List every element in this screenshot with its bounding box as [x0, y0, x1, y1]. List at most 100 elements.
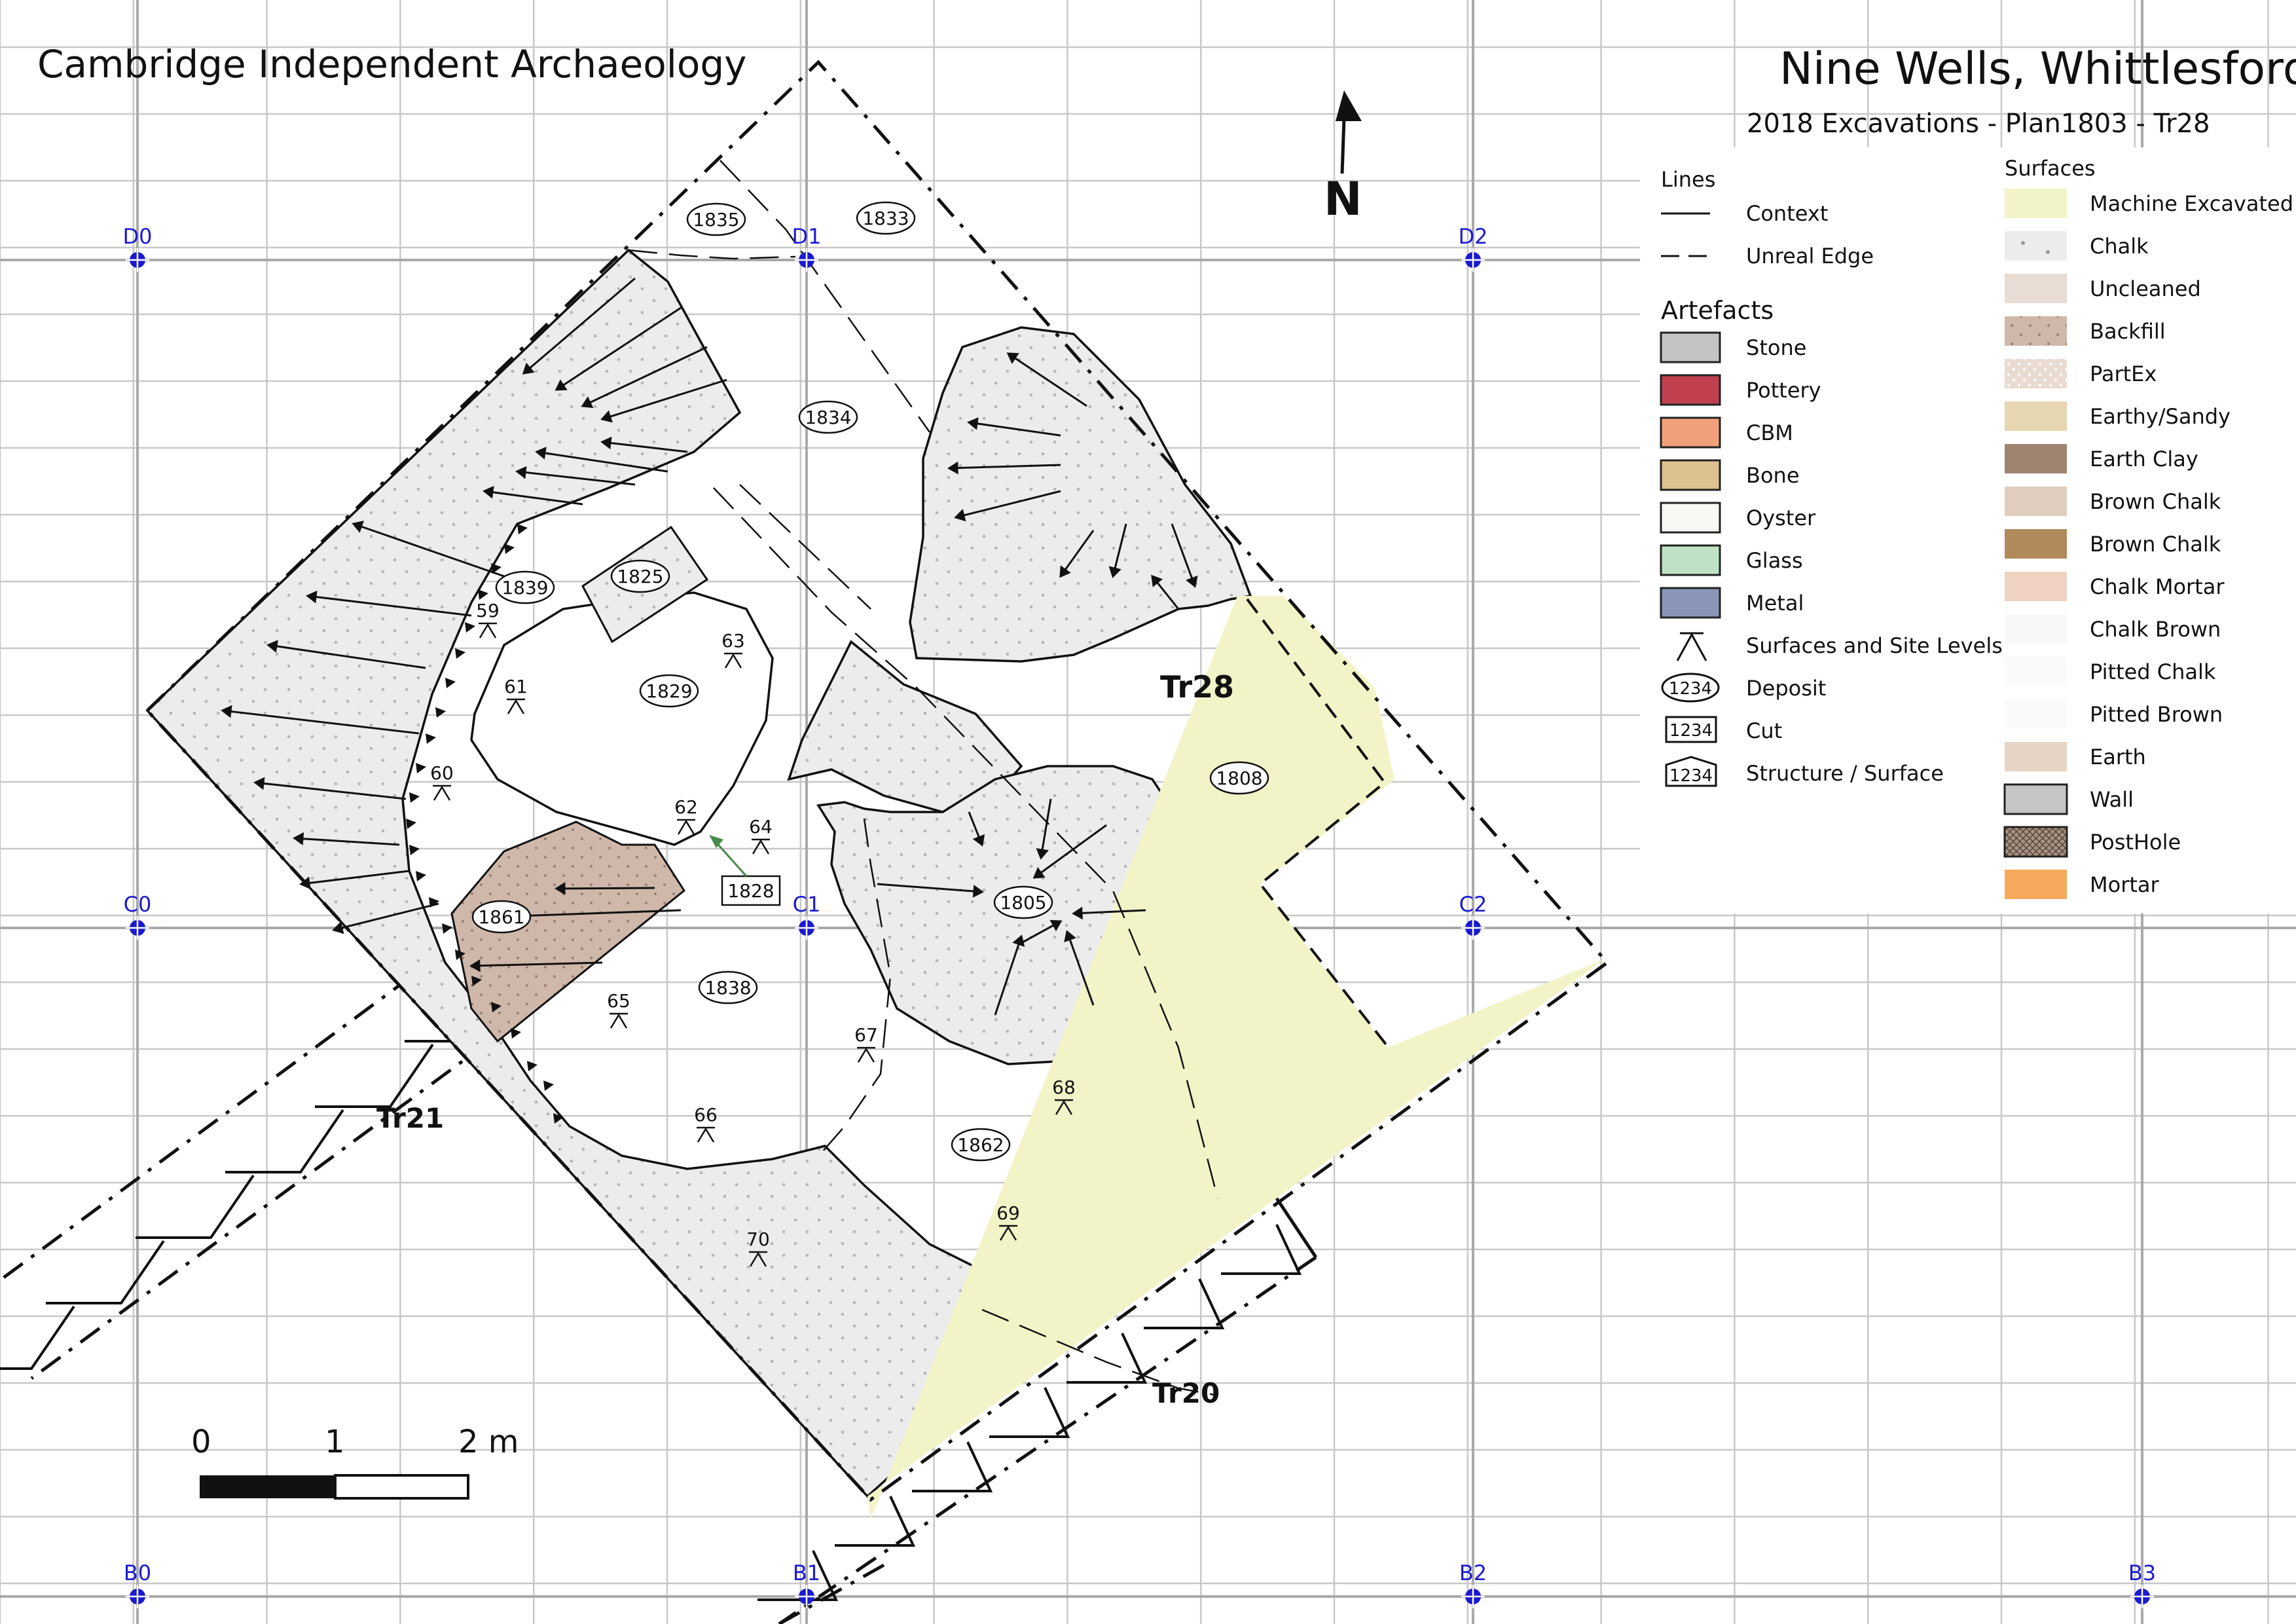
- level-number: 63: [721, 630, 745, 652]
- level-number: 70: [746, 1228, 770, 1250]
- deposit-1838: 1838: [698, 970, 758, 1005]
- legend-surface-label: Chalk Mortar: [2090, 574, 2225, 599]
- legend-surface-label: Brown Chalk: [2090, 489, 2221, 514]
- north-label: N: [1324, 172, 1362, 226]
- grid-label-d2: D2: [1459, 224, 1488, 249]
- legend-surface-chalk: Chalk: [2005, 231, 2149, 261]
- cut-number: 1828: [727, 880, 774, 902]
- legend-artefact-label: Surfaces and Site Levels: [1746, 633, 2003, 658]
- legend-surface-pitted-brown: Pitted Brown: [2005, 699, 2223, 729]
- legend-surface-label: Earth: [2090, 745, 2146, 769]
- scale-label-2: 2 m: [458, 1424, 519, 1460]
- machine-excavated: [867, 596, 1604, 1519]
- site-level-59: 59: [476, 600, 500, 638]
- legend-surface-backfill: Backfill: [2005, 316, 2166, 346]
- legend-artefact-label: Glass: [1746, 548, 1803, 573]
- site-level-60: 60: [430, 762, 454, 801]
- grid-label-c0: C0: [124, 892, 152, 917]
- site-level-66: 66: [694, 1104, 718, 1143]
- deposit-number: 1805: [1000, 892, 1046, 913]
- legend-line-context: Context: [1746, 201, 1828, 226]
- legend-artefact-label: Deposit: [1746, 676, 1826, 701]
- deposit-1805: 1805: [993, 885, 1053, 919]
- site-level-61: 61: [504, 676, 528, 714]
- legend-surface-label: Backfill: [2090, 319, 2166, 344]
- legend-surface-label: PostHole: [2090, 830, 2181, 855]
- legend-surface-mortar: Mortar: [2005, 870, 2160, 899]
- legend-surface-chalk-mortar: Chalk Mortar: [2005, 572, 2225, 601]
- site-level-65: 65: [607, 990, 630, 1029]
- legend-surface-label: Chalk: [2090, 234, 2149, 259]
- legend-surface-label: Chalk Brown: [2090, 617, 2221, 642]
- legend-artefact-deposit: 1234 Deposit: [1661, 673, 1826, 703]
- grid-label-d1: D1: [792, 224, 822, 249]
- legend-surface-earthy-sandy: Earthy/Sandy: [2005, 401, 2231, 431]
- deposit-1861: 1861: [471, 900, 532, 934]
- level-number: 65: [607, 990, 630, 1012]
- site-level-67: 67: [854, 1024, 878, 1063]
- legend-surface-wall: Wall: [2003, 783, 2134, 815]
- deposit-1829: 1829: [639, 674, 699, 708]
- legend-artefact-metal: Metal: [1660, 587, 1804, 619]
- legend-sample: 1234: [1669, 721, 1713, 741]
- level-number: 66: [694, 1104, 718, 1126]
- legend-surface-label: Machine Excavated: [2090, 191, 2293, 216]
- level-number: 67: [854, 1024, 878, 1046]
- trench-label-tr21: Tr21: [376, 1102, 444, 1134]
- legend-surfaces-title: Surfaces: [2005, 156, 2096, 181]
- machine-excavated-outline: [1246, 598, 1393, 1052]
- grid-label-b3: B3: [2128, 1560, 2156, 1585]
- trench-tr20: [757, 1197, 1318, 1624]
- legend: Lines Context Unreal Edge Artefacts Ston…: [1640, 147, 2296, 913]
- deposit-1825: 1825: [610, 559, 670, 593]
- legend-surface-pitted-chalk: Pitted Chalk: [2005, 657, 2216, 686]
- level-number: 61: [504, 676, 528, 697]
- legend-surface-label: Earthy/Sandy: [2090, 404, 2231, 429]
- legend-surface-posthole: PostHole: [2003, 826, 2181, 858]
- cut-teeth: [406, 524, 564, 1124]
- legend-artefact-label: Metal: [1746, 591, 1804, 616]
- legend-surface-label: Earth Clay: [2090, 447, 2198, 471]
- legend-artefact-oyster: Oyster: [1660, 502, 1816, 534]
- legend-artefact-label: Cut: [1746, 718, 1782, 743]
- cut-1828-pointer: [712, 839, 748, 877]
- deposit-number: 1829: [646, 680, 692, 702]
- deposit-1835: 1835: [686, 202, 746, 236]
- site-level-62: 62: [674, 796, 698, 835]
- legend-artefact-cbm: CBM: [1660, 416, 1793, 449]
- trench-tr28-outline: [145, 60, 1610, 1502]
- cut-1828-pointer-head: [709, 835, 723, 848]
- deposit-1839: 1839: [495, 570, 555, 604]
- legend-surface-chalk-brown: Chalk Brown: [2005, 614, 2221, 644]
- legend-surface-earth-clay: Earth Clay: [2005, 444, 2198, 473]
- level-number: 64: [749, 816, 773, 838]
- legend-surface-label: Brown Chalk: [2090, 532, 2221, 557]
- legend-surface-label: Pitted Brown: [2090, 702, 2223, 727]
- legend-surface-brown-chalk: Brown Chalk: [2005, 487, 2221, 516]
- legend-lines-title: Lines: [1661, 167, 1715, 192]
- plan-subtitle: 2018 Excavations - Plan1803 - Tr28: [1747, 109, 2210, 139]
- legend-artefact-label: Stone: [1746, 335, 1806, 360]
- trench-label-tr28: Tr28: [1160, 669, 1234, 705]
- legend-surface-uncleaned: Uncleaned: [2005, 274, 2201, 303]
- legend-artefact-label: Pottery: [1746, 378, 1821, 403]
- site-level-64: 64: [749, 816, 773, 855]
- legend-surface-label: Pitted Chalk: [2090, 659, 2216, 684]
- legend-artefacts-title: Artefacts: [1661, 296, 1774, 325]
- legend-surface-label: Wall: [2090, 787, 2134, 812]
- scale-label-1: 1: [325, 1424, 345, 1460]
- grid-label-b1: B1: [793, 1560, 820, 1585]
- trench-tr21: [0, 974, 524, 1380]
- legend-sample: 1234: [1669, 679, 1712, 699]
- backfill-1861: [450, 821, 685, 1043]
- legend-surface-earth: Earth: [2005, 742, 2146, 771]
- level-number: 59: [476, 600, 500, 621]
- unreal-edges: [628, 160, 1219, 1396]
- site-level-68: 68: [1052, 1077, 1076, 1115]
- deposit-number: 1861: [478, 906, 524, 928]
- deposit-number: 1835: [693, 209, 739, 231]
